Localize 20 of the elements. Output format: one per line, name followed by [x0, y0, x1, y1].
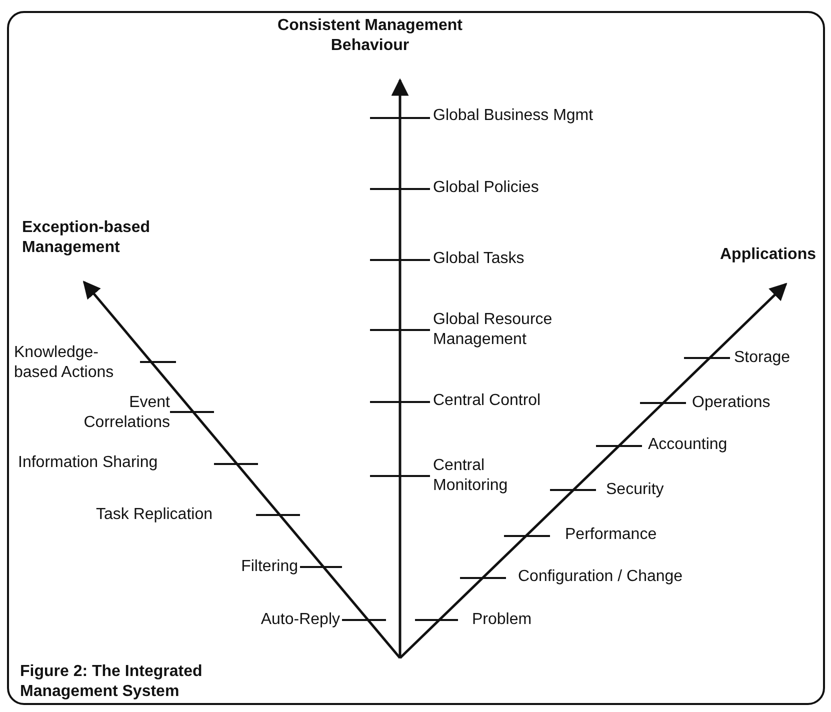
scale-label: Central Monitoring — [433, 456, 509, 496]
scale-label: Filtering — [240, 557, 298, 577]
scale-label: Auto-Reply — [260, 610, 340, 630]
scale-label: Global Tasks — [433, 249, 526, 269]
scale-label: Global Business Mgmt — [433, 106, 594, 126]
scale-label: Performance — [565, 525, 658, 545]
scale-label: Configuration / Change — [518, 567, 684, 587]
scale-label: Central Control — [433, 391, 542, 411]
scale-label: Security — [606, 480, 665, 500]
scale-label: Storage — [734, 348, 792, 368]
scale-label: Information Sharing — [18, 453, 159, 473]
scale-label: Task Replication — [96, 505, 214, 525]
scale-label: Knowledge-based Actions — [14, 343, 115, 383]
scale-label: Problem — [472, 610, 533, 630]
figure-caption: Figure 2: The Integrated Management System — [20, 662, 204, 702]
scale-label: Global Resource Management — [433, 310, 554, 350]
scale-label: Accounting — [648, 435, 728, 455]
scale-label: Operations — [692, 393, 772, 413]
scale-label: Event Correlations — [82, 393, 170, 433]
scale-label: Global Policies — [433, 178, 540, 198]
